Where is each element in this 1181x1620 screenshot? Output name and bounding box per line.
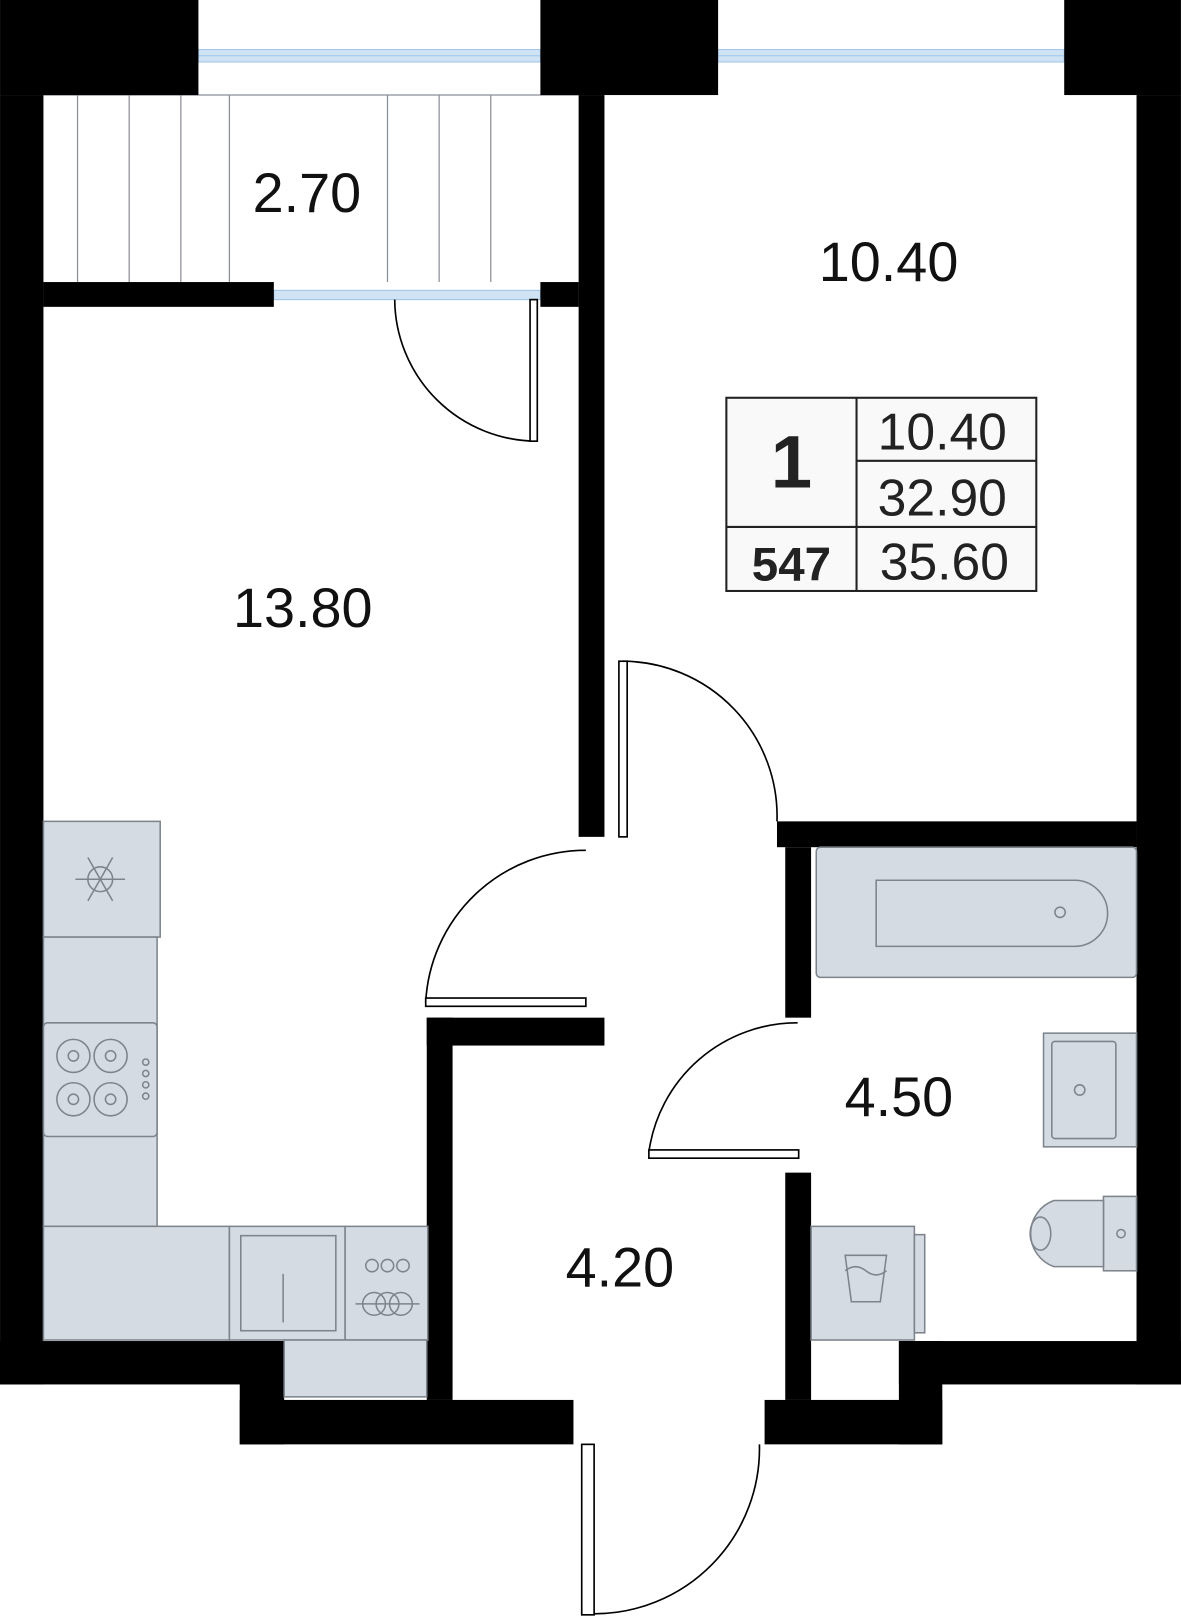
kitchen-living-area-label: 13.80 <box>233 576 373 639</box>
bedroom-area-label: 10.40 <box>819 230 959 293</box>
burner-icons <box>56 1038 150 1117</box>
sink <box>228 1225 346 1341</box>
walls <box>0 0 1181 1445</box>
area-without-balcony-value: 32.90 <box>878 469 1007 527</box>
apartment-number: 547 <box>752 539 831 592</box>
toilet <box>1029 1199 1105 1268</box>
rooms-count: 1 <box>771 421 812 504</box>
stove <box>42 1022 158 1138</box>
hallway-area-label: 4.20 <box>566 1235 675 1298</box>
living-area-value: 10.40 <box>878 402 1007 460</box>
total-area-value: 35.60 <box>880 533 1009 591</box>
kitchen-fixtures <box>42 820 429 1398</box>
toilet-tank <box>1102 1195 1138 1272</box>
bathroom-fixtures <box>810 846 1138 1341</box>
doors <box>393 298 800 1616</box>
dishwasher <box>344 1225 429 1341</box>
bathroom-area-label: 4.50 <box>845 1065 954 1128</box>
snowflake-icon <box>75 857 126 902</box>
washing-machine <box>810 1225 916 1341</box>
apartment-summary-table: 1 547 10.40 32.90 35.60 <box>725 396 1038 593</box>
balcony-area-label: 2.70 <box>253 161 362 224</box>
balcony-decking <box>43 94 579 283</box>
bathtub <box>815 846 1138 979</box>
dishes-icon <box>355 1258 420 1316</box>
washbasin <box>1042 1032 1138 1148</box>
